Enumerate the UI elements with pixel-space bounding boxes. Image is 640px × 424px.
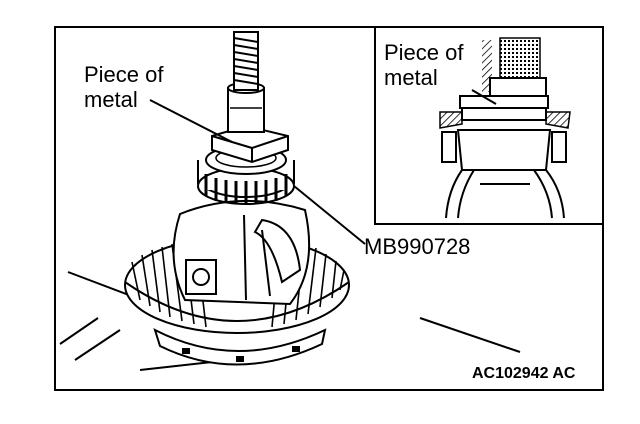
inset-frame bbox=[374, 26, 604, 225]
inset-piece-of-metal-label: Piece of metal bbox=[384, 40, 466, 90]
tool-number-label: MB990728 bbox=[364, 234, 471, 259]
leader-lines bbox=[149, 99, 366, 245]
inset-leader-line bbox=[471, 89, 497, 105]
tool-mb990728 bbox=[211, 31, 289, 164]
inset-detail bbox=[439, 37, 571, 219]
differential-case bbox=[172, 199, 311, 306]
piece-of-metal-label: Piece of metal bbox=[84, 62, 164, 112]
figure-code: AC102942 AC bbox=[472, 365, 576, 382]
